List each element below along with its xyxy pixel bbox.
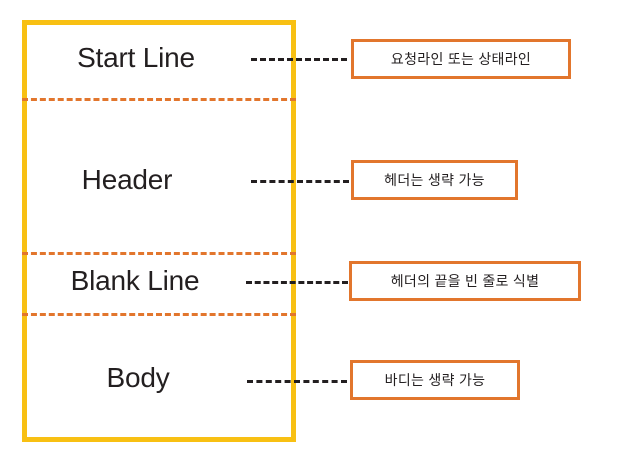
divider-header-blank-line <box>22 252 296 255</box>
callout-body: 바디는 생략 가능 <box>350 360 520 400</box>
connector-line-start-line <box>251 58 347 61</box>
callout-blank-line: 헤더의 끝을 빈 줄로 식별 <box>349 261 581 301</box>
divider-blank-line-body <box>22 313 296 316</box>
connector-line-body <box>247 380 347 383</box>
section-label-header: Header <box>81 164 173 195</box>
divider-start-line-header <box>22 98 296 101</box>
callout-start-line: 요청라인 또는 상태라인 <box>351 39 571 79</box>
section-label-start-line: Start Line <box>77 42 195 73</box>
section-label-body: Body <box>106 362 170 393</box>
callout-header: 헤더는 생략 가능 <box>351 160 518 200</box>
http-message-box <box>22 20 296 442</box>
connector-line-blank-line <box>246 281 348 284</box>
connector-line-header <box>251 180 349 183</box>
section-label-blank-line: Blank Line <box>70 265 200 296</box>
